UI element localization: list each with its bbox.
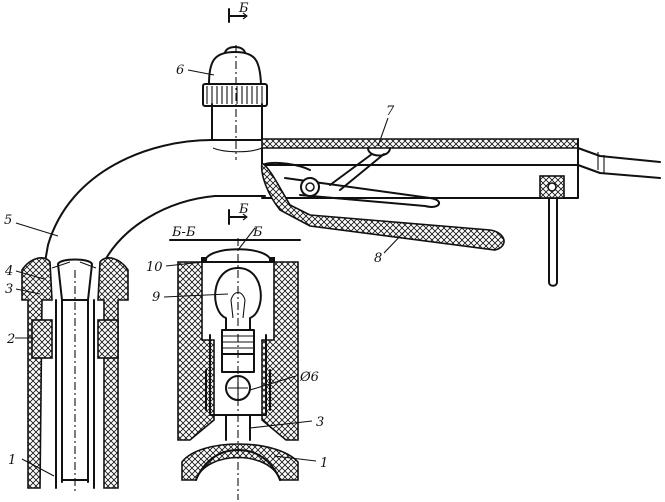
label-section-view: Б-Б [171, 225, 196, 240]
label-part-3-section: 3 [316, 415, 324, 430]
label-section-bottom: Б [238, 202, 249, 217]
label-part-4: 4 [4, 264, 13, 279]
label-part-5: 5 [4, 213, 12, 228]
label-part-1-section: 1 [320, 456, 328, 471]
section-cut-marks [228, 8, 248, 225]
label-part-7: 7 [386, 104, 395, 119]
label-part-9: 9 [152, 290, 160, 305]
label-part-1: 1 [8, 453, 16, 468]
section-b-b-lamp-housing [169, 238, 301, 500]
label-section-mark: Б [252, 225, 263, 240]
handle-rail [261, 138, 661, 287]
label-part-10: 10 [146, 260, 163, 275]
label-part-3: 3 [5, 282, 13, 297]
left-nozzle-assembly [21, 257, 129, 494]
top-cap-part-6 [202, 45, 268, 160]
label-part-2: 2 [6, 332, 15, 347]
curved-body [44, 139, 266, 271]
label-part-6: 6 [176, 63, 184, 78]
label-diameter: Ø6 [299, 370, 319, 385]
trigger-lever-part-8 [260, 161, 505, 251]
label-section-top: Б [238, 1, 249, 16]
part-labels: 1 2 3 4 5 6 7 8 9 10 Ø6 3 1 Б Б Б-Б Б [4, 1, 395, 471]
spring-part-7 [329, 147, 391, 191]
label-part-8: 8 [374, 251, 382, 266]
leader-lines [15, 69, 405, 477]
